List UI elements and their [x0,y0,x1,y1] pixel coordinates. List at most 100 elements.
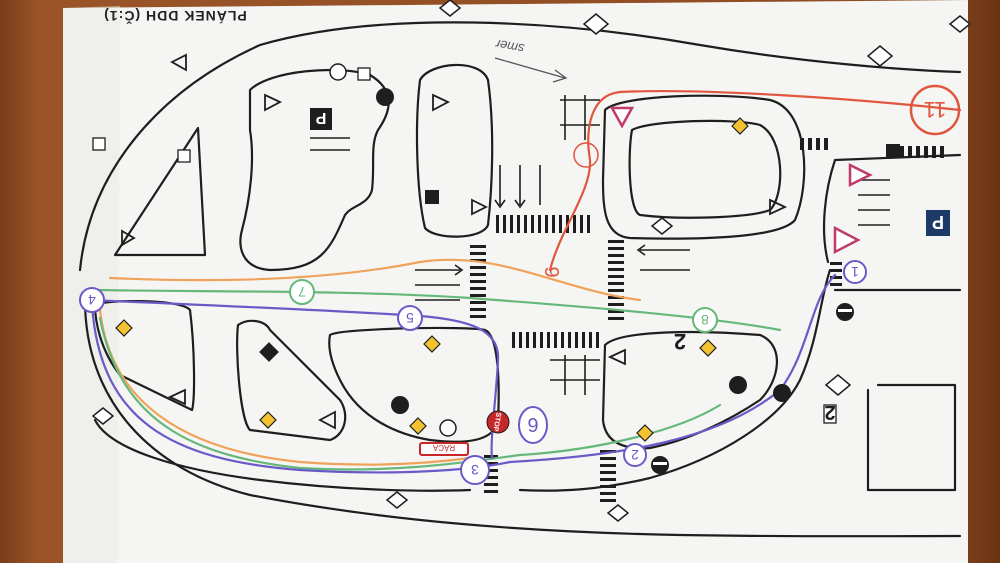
give-way-triangle-icon [318,410,336,430]
route-marker-4: 4 [79,287,105,313]
priority-road-diamond-icon [636,424,654,442]
stop-sign: STOP [486,410,510,434]
yellow-priority-signs [115,117,749,442]
give-way-triangle-icon [609,106,635,129]
plan-title: PLÁNEK DDH (Č:1) [103,8,247,24]
parking-signs: P P [310,108,950,236]
route-label-6: 6 [527,413,538,435]
inner-road-edge-right [518,268,832,492]
priority-road-diamond-icon [423,335,441,353]
give-way-triangle-icon [170,53,187,72]
lane-arrows-left-middle [415,264,464,301]
paper-sheet [63,0,968,563]
crosswalk-right-mid [830,262,842,286]
priority-road-diamond-icon [91,407,115,425]
paper-shadow [63,6,120,563]
priority-diamond-signs [91,0,972,522]
route-marker-3: 3 [460,455,490,485]
info-square-icon [823,404,837,424]
priority-road-diamond-icon [259,411,277,429]
crosswalk-bottom-right [600,450,616,502]
lane-arrows-right-road [858,179,890,226]
info-square-icon [177,149,191,163]
give-way-triangle-icon [848,162,873,188]
parking-sign-icon [926,210,950,236]
give-way-triangle-icon [121,229,136,247]
route-marker-11: 11 [909,84,961,136]
route-marker-7: 7 [289,279,315,305]
lane-number: 2 [674,329,686,354]
route-marker-8: 8 [692,307,718,333]
route-label-11: 11 [924,97,947,122]
route-markers: 11 9 4 7 5 8 1 [79,84,961,485]
route-purple-bottom [90,273,837,474]
parking-sign-icon [310,108,332,130]
route-red [548,90,962,272]
route-marker-2: 2 [623,443,647,467]
outer-road-edge-top [78,21,962,272]
priority-road-diamond-icon [582,13,610,35]
give-way-triangle-icon [607,348,626,366]
route-label-2: 2 [631,447,639,463]
info-square-icon [425,190,439,204]
crossing-plate-label: RÁCA [432,443,455,452]
right-road-edge-2 [822,153,962,264]
no-entry-bar [653,462,667,465]
parking-lines [310,137,350,151]
give-way-triangle-icon [264,93,283,112]
route-marker-1: 1 [843,260,867,284]
priority-road-diamond-icon [824,374,852,396]
crosswalk-center-lower [512,332,599,348]
info-square-icon [357,67,371,81]
crossing-plate: RÁCA [419,442,469,456]
give-way-triangle-icon [167,388,186,406]
building-outline [866,383,957,492]
route-green-bottom [98,316,722,471]
route-green-top [98,288,782,332]
priority-road-diamond-icon [699,339,717,357]
route-marker-6: 6 [518,406,548,444]
red-give-way-signs [609,106,873,255]
priority-road-diamond-icon [650,217,674,235]
direction-note: smer [494,36,568,83]
route-label-7: 7 [298,284,306,300]
lane-arrows-lower-center [550,355,600,395]
red-circle-icon [573,142,599,168]
route-marker-5: 5 [397,305,423,331]
give-way-triangle-icon [833,225,861,255]
lane-arrows-right-middle [636,244,690,271]
route-orange-bottom [98,308,472,466]
route-label-8: 8 [701,312,709,328]
island-right-outer [601,94,806,240]
give-way-signs [121,53,788,430]
lane-arrows-top-right [560,95,600,140]
lane-number: 2 [824,401,835,423]
priority-road-diamond-icon [115,319,133,337]
priority-road-diamond-icon [606,504,630,522]
no-entry-icon [729,376,747,394]
island-bottom-middle [236,319,347,442]
island-center [415,63,494,238]
traffic-light-icon [329,63,347,81]
give-way-triangle-icon [432,93,451,112]
lane-arrows-upper [494,165,541,209]
direction-arrow-icon [494,57,568,83]
crosswalk-upper-left [470,245,486,318]
square-signs [92,67,837,424]
priority-road-diamond-icon [385,491,409,509]
outer-road-edge-bottom [83,298,962,538]
round-signs [329,63,854,474]
traffic-light-icon [439,419,457,437]
stop-sign-icon [486,410,510,434]
crossing-plate-icon [419,442,469,456]
route-label-1: 1 [851,264,859,280]
give-way-triangle-icon [471,198,489,216]
island-top-left [113,126,207,257]
stop-label: STOP [491,412,501,432]
info-square-icon [259,342,279,362]
route-label-3: 3 [471,462,479,478]
no-entry-icon [391,396,409,414]
info-square-icon [886,144,900,158]
